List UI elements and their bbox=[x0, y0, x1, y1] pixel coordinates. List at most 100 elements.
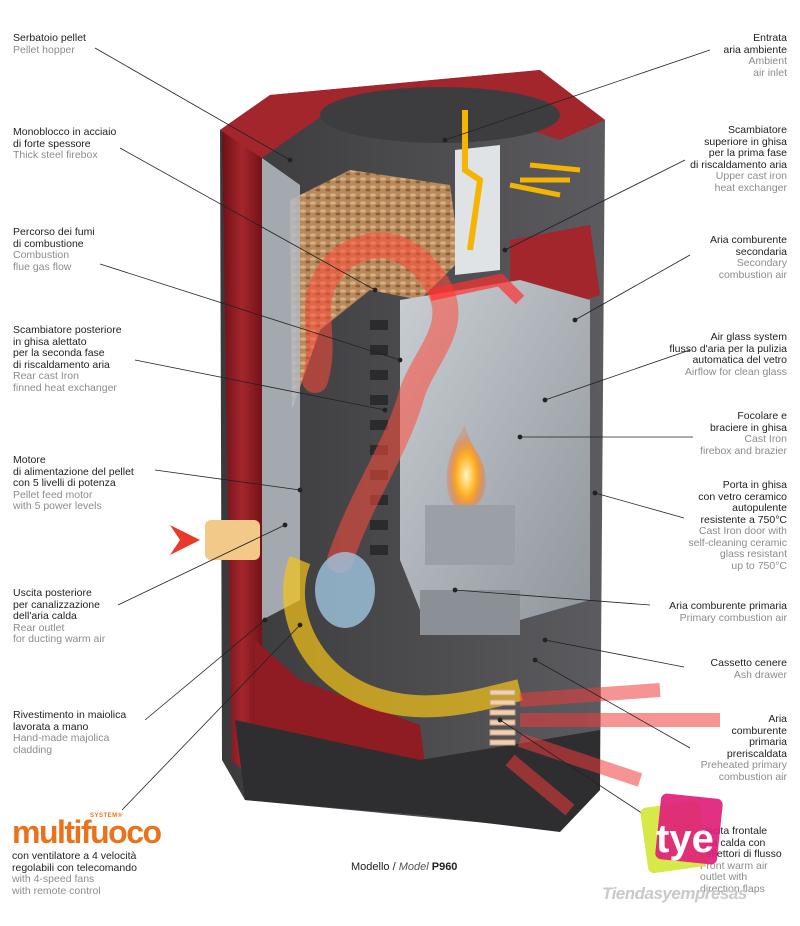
label-it-line: Focolare e bbox=[737, 410, 787, 422]
leader-lines bbox=[94, 47, 711, 826]
label-en-line: Thick steel firebox bbox=[13, 149, 98, 161]
label-en-line: heat exchanger bbox=[714, 181, 787, 194]
label-en-line: Pellet hopper bbox=[13, 43, 75, 56]
fan bbox=[315, 552, 375, 628]
label-en-line: air inlet bbox=[753, 66, 787, 79]
flame bbox=[446, 425, 486, 509]
label-it-line: per la seconda fase bbox=[13, 347, 105, 359]
brand-it-line: regolabili con telecomando bbox=[12, 861, 137, 874]
label-en-line: firebox and brazier bbox=[700, 444, 787, 457]
front-outlet-grille bbox=[489, 689, 516, 746]
brand-system: SYSTEM® bbox=[90, 813, 123, 819]
label-en-line: direction flaps bbox=[700, 882, 765, 895]
label-en-line: Rear outlet bbox=[13, 621, 65, 634]
label-it-line: aria ambiente bbox=[723, 43, 787, 56]
front-hot-air-arrows bbox=[505, 683, 720, 816]
label-it-line: preriscaldata bbox=[726, 747, 787, 760]
label-en-line: Primary combustion air bbox=[679, 611, 787, 624]
label-it-line: Motore bbox=[13, 454, 46, 466]
label-en-line: cladding bbox=[13, 743, 53, 756]
label-it-line: Air glass system bbox=[710, 331, 787, 343]
model-code: P960 bbox=[431, 861, 458, 873]
label-it-line: superiore in ghisa bbox=[704, 135, 787, 148]
label-it-line: di combustione bbox=[13, 237, 84, 250]
label-it-line: per canalizzazione bbox=[13, 598, 100, 611]
label-it-line: comburente bbox=[731, 724, 787, 737]
label-it-line: Porta in ghisa bbox=[722, 479, 787, 491]
label-it-line: Cassetto cenere bbox=[710, 657, 787, 669]
label-it-line: Uscita frontale bbox=[700, 826, 768, 837]
label-it-line: con 5 livelli di potenza bbox=[13, 477, 116, 489]
label-it-line: Aria bbox=[768, 713, 787, 725]
label-en-line: self-cleaning ceramic bbox=[688, 536, 787, 549]
label-en-line: flue gas flow bbox=[13, 260, 72, 273]
label-it-line: Monoblocco in acciaio bbox=[13, 126, 117, 138]
label-en-line: outlet with bbox=[700, 871, 748, 883]
label-en-line: Ash drawer bbox=[733, 668, 787, 681]
label-it-line: Percorso dei fumi bbox=[13, 226, 95, 238]
label-en-line: Upper cast iron bbox=[715, 170, 787, 182]
label-it-line: secondaria bbox=[735, 245, 787, 258]
model-prefix-italic: Model bbox=[398, 861, 432, 873]
label-it-line: aria calda con bbox=[700, 836, 766, 849]
label-en-line: up to 750°C bbox=[731, 559, 787, 572]
stove-base bbox=[235, 720, 600, 832]
label-it-line: flusso d'aria per la pulizia bbox=[669, 342, 787, 355]
label-it-line: lavorata a mano bbox=[13, 720, 89, 733]
label-it-line: Scambiatore bbox=[728, 124, 787, 136]
majolica-cladding-left bbox=[222, 130, 262, 790]
label-it-line: di riscaldamento aria bbox=[13, 358, 110, 371]
label-it-line: di alimentazione del pellet bbox=[13, 465, 134, 478]
label-it-line: Rivestimento in maiolica bbox=[13, 709, 127, 721]
majolica-top bbox=[220, 70, 605, 158]
label-it-line: Scambiatore posteriore bbox=[13, 324, 122, 336]
watermark-logo-text: tye bbox=[656, 817, 714, 861]
label-it-line: Aria comburente primaria bbox=[669, 600, 787, 612]
label-en-line: Cast Iron door with bbox=[698, 525, 787, 537]
label-en-line: Pellet feed motor bbox=[13, 488, 93, 501]
label-en-line: Combustion bbox=[13, 249, 70, 261]
label-it-line: Aria comburente bbox=[709, 234, 787, 246]
brand-en-line: with 4-speed fans bbox=[12, 873, 95, 885]
label-it-line: Entrata bbox=[753, 32, 787, 44]
watermark-logo: tye bbox=[640, 793, 723, 874]
brand-it-line: con ventilatore a 4 velocità bbox=[12, 850, 137, 862]
label-it-line: di riscaldamento aria bbox=[690, 158, 787, 171]
label-it-line: con vetro ceramico bbox=[698, 490, 787, 503]
label-it-line: deflettori di flusso bbox=[700, 848, 782, 860]
label-it-line: resistente a 750°C bbox=[700, 513, 788, 526]
label-en-line: Airflow for clean glass bbox=[684, 365, 787, 378]
ash-drawer bbox=[420, 590, 520, 635]
brazier bbox=[425, 505, 515, 565]
label-it-line: automatica del vetro bbox=[692, 354, 787, 366]
label-it-line: Serbatoio pellet bbox=[13, 32, 86, 44]
label-en-line: for ducting warm air bbox=[13, 633, 106, 645]
label-en-line: combustion air bbox=[718, 770, 787, 783]
label-en-line: Preheated primary bbox=[700, 759, 787, 771]
label-it-line: braciere in ghisa bbox=[709, 421, 787, 434]
label-en-line: combustion air bbox=[718, 268, 787, 281]
rear-outlet-arrow bbox=[170, 525, 200, 555]
label-en-line: Ambient bbox=[748, 55, 787, 67]
brand-en-line: with remote control bbox=[12, 884, 101, 897]
label-en-line: glass resistant bbox=[719, 548, 787, 560]
label-en-line: with 5 power levels bbox=[13, 500, 102, 512]
label-it-line: in ghisa alettato bbox=[13, 335, 87, 348]
watermark-text: Tiendasyempresas bbox=[602, 884, 747, 903]
label-it-line: primaria bbox=[749, 736, 787, 748]
ambient-air-flow bbox=[462, 110, 484, 251]
label-en-line: finned heat exchanger bbox=[13, 381, 117, 394]
